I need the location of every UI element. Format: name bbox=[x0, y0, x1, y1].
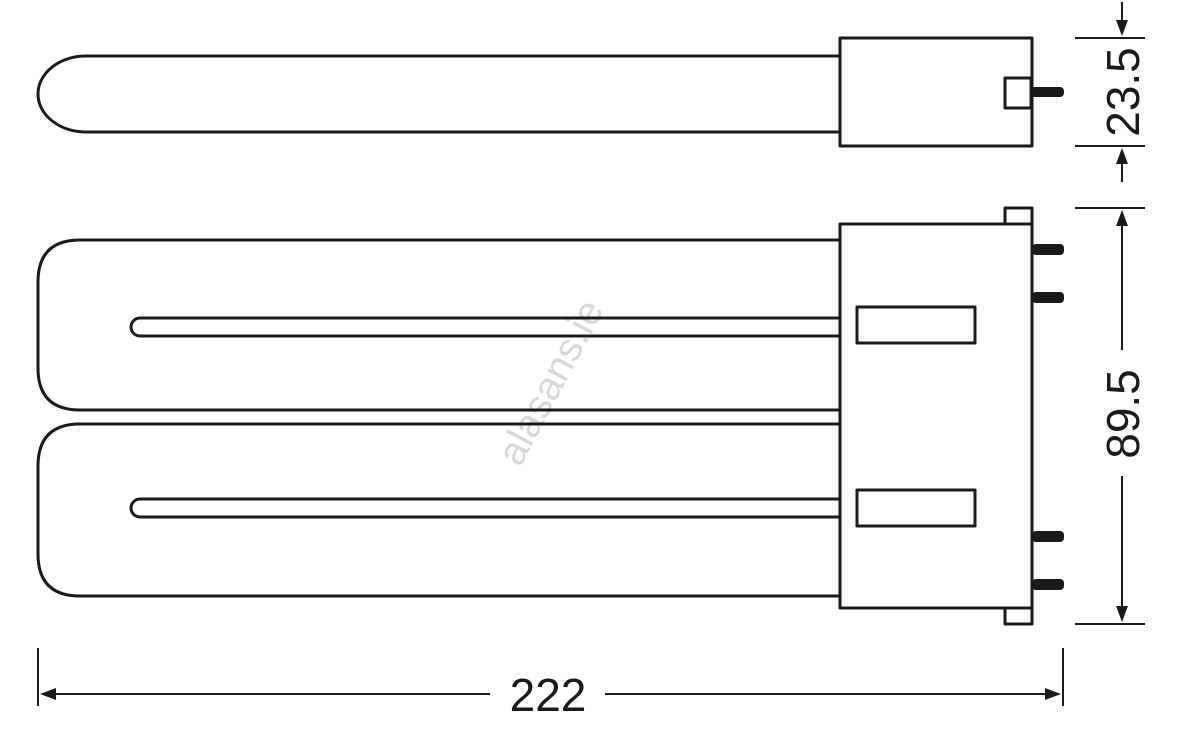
top-view-key bbox=[1003, 76, 1033, 110]
upper-tube-outer bbox=[36, 238, 842, 412]
upper-tube-inner bbox=[129, 316, 842, 338]
top-view-base bbox=[838, 36, 1034, 148]
side-view-base bbox=[838, 222, 1034, 610]
pin-2 bbox=[1032, 292, 1064, 303]
base-cap-bottom bbox=[1003, 606, 1034, 626]
pin-1 bbox=[1032, 244, 1064, 255]
pin-4 bbox=[1032, 579, 1064, 590]
side-view bbox=[36, 206, 1064, 626]
lower-tube-inner bbox=[129, 497, 842, 519]
top-view-pin bbox=[1030, 87, 1064, 97]
dimension-label-length: 222 bbox=[510, 669, 587, 721]
top-view bbox=[36, 36, 1064, 148]
base-window-lower bbox=[855, 488, 977, 528]
dimension-label-height-top: 23.5 bbox=[1097, 47, 1149, 137]
base-cap-top bbox=[1003, 206, 1034, 226]
top-view-tube bbox=[36, 54, 842, 134]
lower-tube-outer bbox=[36, 422, 842, 598]
dimension-length: 222 bbox=[37, 648, 1064, 721]
dimension-height-side: 89.5 bbox=[1075, 207, 1149, 625]
base-window-upper bbox=[855, 305, 977, 345]
pin-3 bbox=[1032, 531, 1064, 542]
dimension-height-top: 23.5 bbox=[1075, 2, 1149, 182]
dimension-label-height-side: 89.5 bbox=[1097, 369, 1149, 459]
